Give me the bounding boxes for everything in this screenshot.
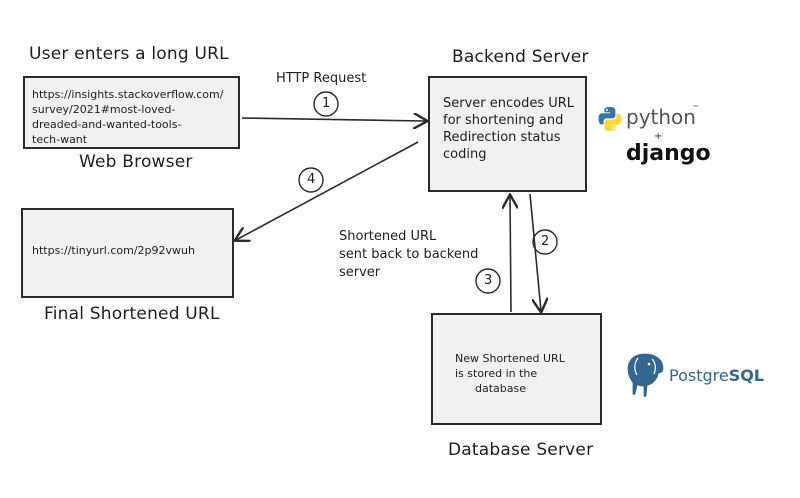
sent-back-line-1: Shortened URL [339, 229, 437, 244]
backend-server-label: Backend Server [452, 47, 589, 67]
user-enters-label: User enters a long URL [29, 44, 229, 64]
step-1-label: 1 [322, 96, 331, 111]
django-logo-text: django [626, 141, 711, 166]
long-url-line-3: dreaded-and-wanted-tools- [32, 118, 182, 131]
postgresql-elephant-icon [626, 352, 665, 399]
long-url-line-4: tech-want [32, 133, 88, 146]
python-icon [598, 107, 622, 131]
database-server-label: Database Server [448, 440, 594, 460]
database-text-line-3: database [475, 382, 526, 395]
backend-text-line-2: for shortening and [443, 113, 564, 128]
backend-text-line-3: Redirection status [443, 130, 561, 145]
step-3-label: 3 [484, 273, 493, 288]
step-2-circle [532, 229, 558, 255]
arrow-final-url [236, 141, 419, 240]
arrow-to-backend [510, 196, 511, 313]
arrow-to-database [529, 193, 541, 311]
backend-text-line-1: Server encodes URL [443, 96, 575, 111]
short-url: https://tinyurl.com/2p92vwuh [32, 244, 195, 257]
database-text-line-1: New Shortened URL [455, 352, 565, 365]
web-browser-box: https://insights.stackoverflow.com/ surv… [23, 76, 240, 149]
web-browser-label: Web Browser [79, 152, 193, 172]
step-4-circle [298, 167, 324, 193]
arrow-http-request [241, 118, 426, 121]
step-2-label: 2 [541, 234, 550, 249]
database-text-line-2: is stored in the [455, 367, 538, 380]
final-url-box: https://tinyurl.com/2p92vwuh [21, 208, 234, 298]
postgresql-logo-text: PostgreSQL [669, 366, 765, 385]
backend-server-box: Server encodes URL for shortening and Re… [428, 76, 587, 192]
step-3-circle [475, 268, 501, 294]
python-logo-text: python [626, 105, 696, 129]
backend-text-line-4: coding [443, 147, 487, 162]
python-tm: ™ [692, 104, 699, 112]
database-server-box: New Shortened URL is stored in the datab… [431, 313, 602, 425]
final-url-label: Final Shortened URL [44, 304, 220, 324]
http-request-label: HTTP Request [276, 71, 367, 86]
sent-back-line-2: sent back to backend [339, 247, 479, 262]
long-url-line-1: https://insights.stackoverflow.com/ [32, 88, 224, 101]
logo-plus: + [654, 131, 663, 142]
sent-back-line-3: server [339, 265, 381, 280]
step-1-circle [313, 91, 339, 117]
step-4-label: 4 [307, 172, 316, 187]
long-url-line-2: survey/2021#most-loved- [32, 103, 176, 116]
